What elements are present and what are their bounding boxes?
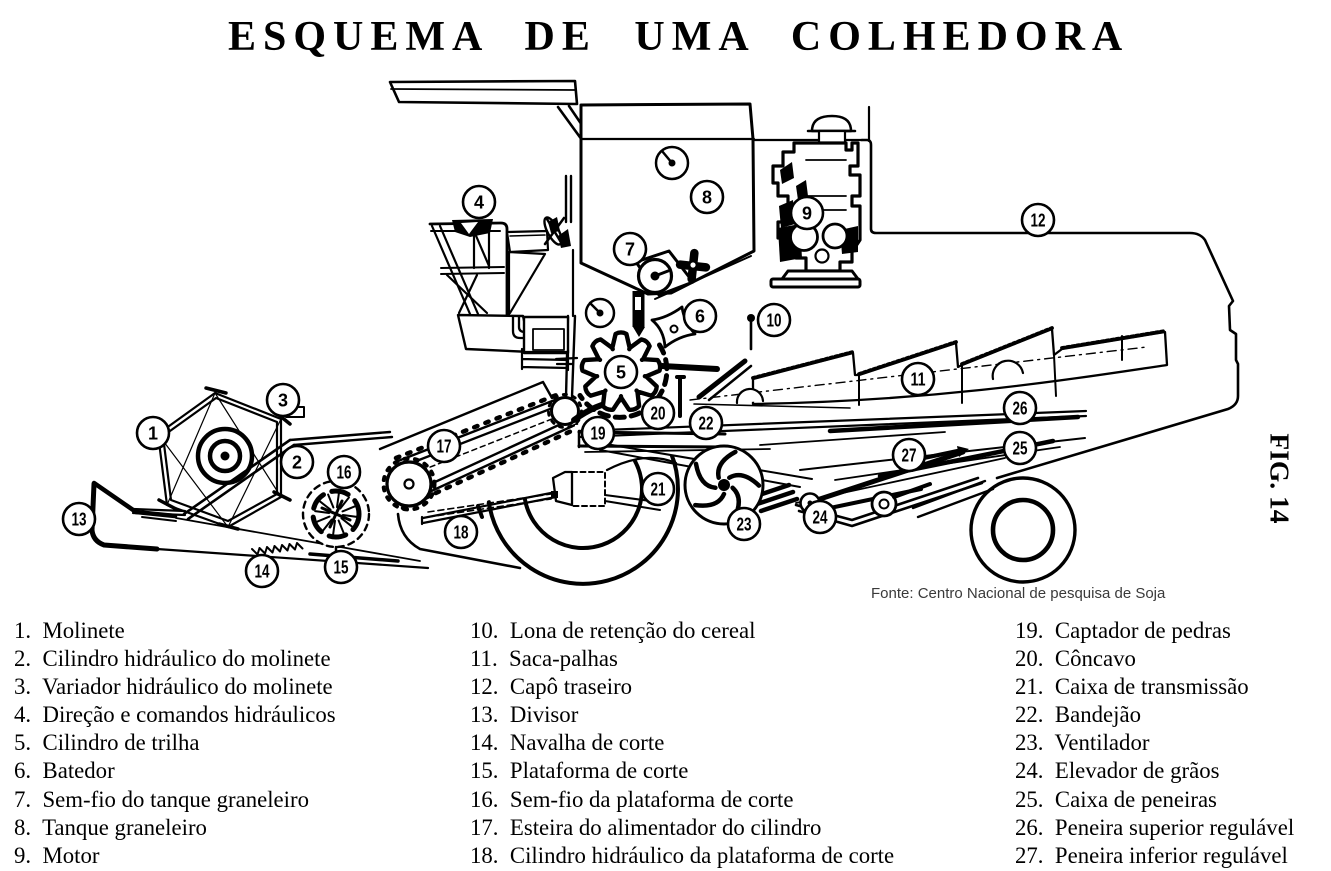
svg-text:17: 17 <box>437 436 452 456</box>
svg-text:16: 16 <box>337 462 352 482</box>
svg-text:21: 21 <box>651 479 666 499</box>
svg-text:18: 18 <box>454 522 469 542</box>
svg-text:19: 19 <box>591 423 606 443</box>
svg-text:13: 13 <box>72 509 87 529</box>
svg-text:25: 25 <box>1013 438 1028 458</box>
svg-text:6: 6 <box>695 306 705 326</box>
svg-text:1: 1 <box>148 423 158 443</box>
svg-text:3: 3 <box>278 390 288 410</box>
svg-text:4: 4 <box>474 192 484 212</box>
svg-text:20: 20 <box>651 403 666 423</box>
svg-text:14: 14 <box>255 561 270 581</box>
svg-text:23: 23 <box>737 514 752 534</box>
svg-text:24: 24 <box>813 507 828 527</box>
svg-text:8: 8 <box>702 187 712 207</box>
svg-text:2: 2 <box>292 452 302 472</box>
svg-text:15: 15 <box>334 557 349 577</box>
svg-text:11: 11 <box>911 369 926 389</box>
svg-text:22: 22 <box>699 413 714 433</box>
svg-text:9: 9 <box>802 203 812 223</box>
svg-text:27: 27 <box>902 445 917 465</box>
svg-text:10: 10 <box>767 310 782 330</box>
svg-text:12: 12 <box>1031 210 1046 230</box>
svg-text:26: 26 <box>1013 398 1028 418</box>
svg-text:5: 5 <box>616 362 626 382</box>
svg-text:7: 7 <box>625 239 635 259</box>
